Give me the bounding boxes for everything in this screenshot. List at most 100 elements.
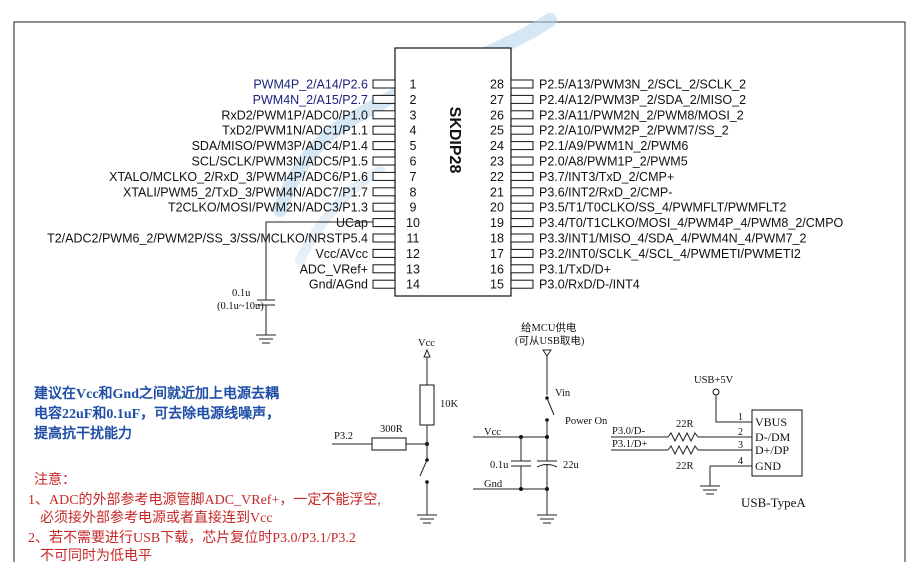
usb-pin-number-3: 3 [738,440,743,451]
usb-dm-net: P3.0/D- [612,426,645,437]
pin-number-22: 22 [490,170,504,184]
reset-vcc-label: Vcc [418,338,435,349]
pin-stub-26 [510,110,534,120]
pin-stub-15 [510,279,534,289]
pin-number-26: 26 [490,108,504,122]
pin-number-27: 27 [490,93,504,107]
pin-number-10: 10 [406,216,420,230]
pin-stub-11 [372,233,396,243]
power-title-line1: 给MCU供电 [521,321,577,334]
pin-label-17: P3.2/INT0/SCLK_4/SCL_4/PWMETI/PWMETI2 [539,247,801,261]
pin-stub-5 [372,141,396,151]
notes-heading: 注意： [34,471,76,488]
c2-label: 22u [563,460,580,471]
pin-number-18: 18 [490,232,504,246]
resistor-10k [419,384,435,426]
pin-number-23: 23 [490,155,504,169]
pin-number-6: 6 [410,155,417,169]
usb-pin-name-3: D+/DP [755,443,789,457]
note-2: 2、若不需要进行USB下载，芯片复位时P3.0/P3.1/P3.2 [28,529,356,546]
c1-label: 0.1u [490,460,509,471]
pin-stub-19 [510,218,534,228]
pin-number-2: 2 [410,93,417,107]
pin-label-19: P3.4/T0/T1CLKO/MOSI_4/PWM4P_4/PWM8_2/CMP… [539,216,844,230]
pin-label-8: XTALI/PWM5_2/TxD_3/PWM4N/ADC7/P1.7 [123,185,368,199]
ucap-capacitor: 0.1u (0.1u~10u) [217,221,373,344]
pin-stub-3 [372,110,396,120]
usb-pin-number-1: 1 [738,412,743,423]
ucap-value: 0.1u [232,288,251,299]
note-1-cont: 必须接外部参考电源或者直接连到Vcc [40,509,273,526]
pin-stub-6 [372,156,396,166]
pin-stub-25 [510,125,534,135]
power-circuit: 给MCU供电 (可从USB取电) Vin Power On Vcc 0.1u 2… [473,321,608,524]
pin-number-9: 9 [410,201,417,215]
pin-label-20: P3.5/T1/T0CLKO/SS_4/PWMFLT/PWMFLT2 [539,201,787,215]
usb-dp-net: P3.1/D+ [612,439,647,450]
advice-line-1: 建议在Vcc和Gnd之间就近加上电源去耦 [34,385,279,402]
pin-stub-23 [510,156,534,166]
pin-label-7: XTALO/MCLKO_2/RxD_3/PWM4P/ADC6/P1.6 [109,170,368,184]
pin-number-7: 7 [410,170,417,184]
usb-pin-name-1: VBUS [755,415,787,429]
power-gnd-label: Gnd [484,479,503,490]
pin-label-15: P3.0/RxD/D-/INT4 [539,278,640,292]
note-2-cont: 不可同时为低电平 [40,548,152,562]
vin-label: Vin [555,388,571,399]
pin-label-16: P3.1/TxD/D+ [539,262,611,276]
pin-number-13: 13 [406,262,420,276]
pin-number-3: 3 [410,108,417,122]
pin-number-19: 19 [490,216,504,230]
power-title-line2: (可从USB取电) [515,334,585,347]
pin-number-25: 25 [490,124,504,138]
pin-label-13: ADC_VRef+ [300,262,368,276]
pin-label-3: RxD2/PWM1P/ADC0/P1.0 [221,108,368,122]
pin-number-11: 11 [407,232,420,246]
pin-stub-10 [372,218,396,228]
pin-label-14: Gnd/AGnd [309,278,368,292]
pin-stub-28 [510,79,534,89]
usb-pin-number-2: 2 [738,427,743,438]
ucap-range: (0.1u~10u) [217,301,264,312]
chip-name: SKDIP28 [446,107,463,174]
pin-number-4: 4 [410,124,417,138]
pin-label-18: P3.3/INT1/MISO_4/SDA_4/PWM4N_4/PWM7_2 [539,232,807,246]
pin-stub-16 [510,264,534,274]
pin-label-1: PWM4P_2/A14/P2.6 [253,78,368,92]
advice-line-3: 提高抗干扰能力 [34,425,132,442]
pin-label-4: TxD2/PWM1N/ADC1/P1.1 [222,124,368,138]
resistor-300r [371,437,407,451]
pin-stub-13 [372,264,396,274]
pin-label-6: SCL/SCLK/PWM3N/ADC5/P1.5 [192,155,368,169]
page-frame [13,21,906,562]
usb-pin-name-2: D-/DM [755,430,791,444]
pin-label-23: P2.0/A8/PWM1P_2/PWM5 [539,155,688,169]
chip-body [394,47,512,297]
usb-pin-number-4: 4 [738,456,743,467]
pin-label-11: T2/ADC2/PWM6_2/PWM2P/SS_3/SS/MCLKO/NRSTP… [47,232,368,246]
pin-label-12: Vcc/AVcc [315,247,368,261]
reset-net-label: P3.2 [334,431,353,442]
pin-stub-14 [372,279,396,289]
pin-stub-12 [372,248,396,258]
pin-stub-21 [510,187,534,197]
pin-number-16: 16 [490,262,504,276]
pin-label-27: P2.4/A12/PWM3P_2/SDA_2/MISO_2 [539,93,746,107]
pin-label-21: P3.6/INT2/RxD_2/CMP- [539,185,672,199]
pin-number-20: 20 [490,201,504,215]
pin-stub-27 [510,94,534,104]
notes: 建议在Vcc和Gnd之间就近加上电源去耦 电容22uF和0.1uF，可去除电源线… [28,385,381,564]
pin-number-21: 21 [490,185,504,199]
usb-supply-label: USB+5V [694,375,734,386]
usb-connector-label: USB-TypeA [741,495,806,510]
note-1: 1、ADC的外部参考电源管脚ADC_VRef+，一定不能浮空, [28,491,381,508]
pin-label-10: UCap [336,216,368,230]
pin-label-9: T2CLKO/MOSI/PWM2N/ADC3/P1.3 [168,201,368,215]
pin-stub-1 [372,79,396,89]
left-pins: 1PWM4P_2/A14/P2.62PWM4N_2/A15/P2.73RxD2/… [47,78,420,292]
pin-stub-2 [372,94,396,104]
power-vcc-label: Vcc [484,427,501,438]
pin-label-25: P2.2/A10/PWM2P_2/PWM7/SS_2 [539,124,729,138]
pin-stub-4 [372,125,396,135]
